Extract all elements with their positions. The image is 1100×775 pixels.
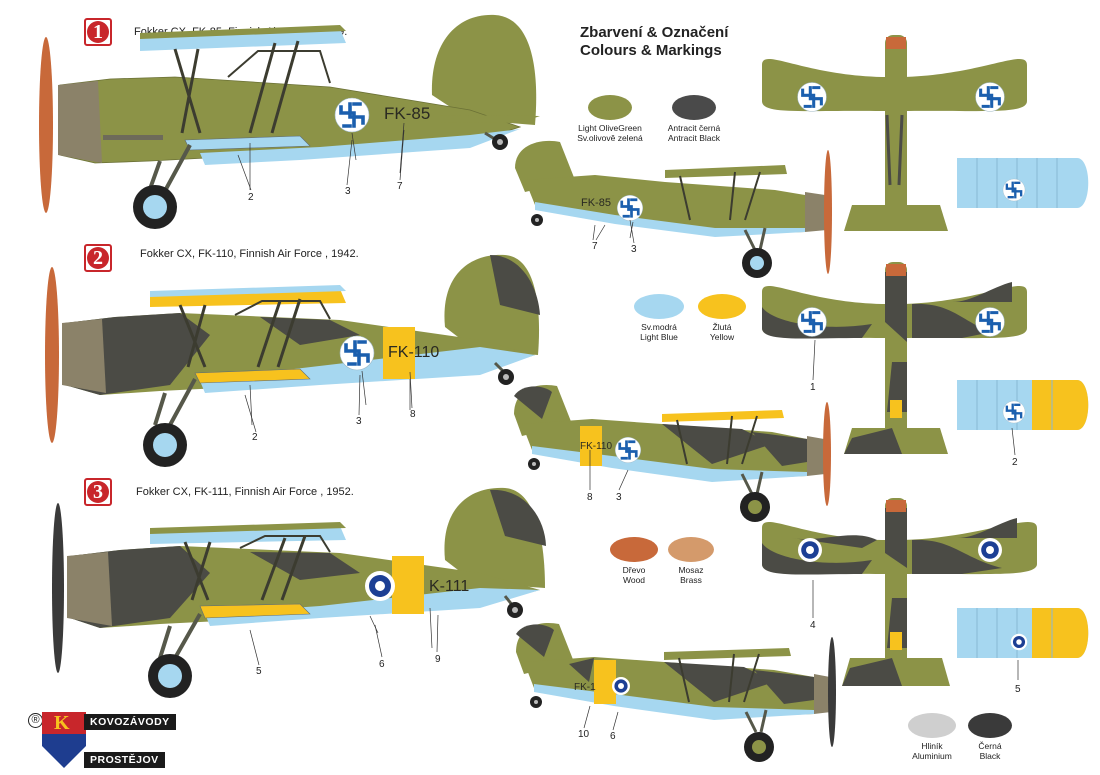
profile-1-small-code: FK-85 xyxy=(581,197,611,209)
profile-1-top-view xyxy=(762,35,1027,231)
callout-p3s-10: 10 xyxy=(578,729,590,740)
swatch-wood xyxy=(610,537,658,562)
profile-title-3: Fokker CX, FK-111, Finnish Air Force , 1… xyxy=(136,486,354,498)
profile-3-small-view xyxy=(516,622,836,762)
swatch-anthracite-black xyxy=(672,95,716,120)
callout-p3-9: 9 xyxy=(435,654,441,665)
callout-p2s-3: 3 xyxy=(616,492,622,503)
profile-3-side-view xyxy=(52,487,546,698)
callout-p1s-3: 3 xyxy=(631,244,637,255)
callout-p3top-5: 5 xyxy=(1015,684,1021,695)
swatch-aluminium xyxy=(908,713,956,738)
colours-heading: Zbarvení & Označení Colours & Markings xyxy=(580,24,728,60)
profile-1-side-view xyxy=(39,14,540,229)
callout-p3s-6: 6 xyxy=(610,731,616,742)
logo-k-mark: K xyxy=(54,712,70,734)
callout-p1s-7: 7 xyxy=(592,241,598,252)
swatch-yellow xyxy=(698,294,746,319)
callout-p2top-2: 2 xyxy=(1012,457,1018,468)
profile-1-code: FK-85 xyxy=(384,104,431,123)
callout-p3top-4: 4 xyxy=(810,620,816,631)
profile-3-small-code: FK-1 xyxy=(574,682,596,693)
callout-p3-5: 5 xyxy=(256,666,262,677)
callout-p2-2: 2 xyxy=(252,432,258,443)
callout-p3-6: 6 xyxy=(379,659,385,670)
callout-p2-3: 3 xyxy=(356,416,362,427)
callout-p2top-1: 1 xyxy=(810,382,816,393)
profile-2-small-view xyxy=(514,384,831,522)
swatch-black xyxy=(968,713,1012,738)
profile-2-top-view xyxy=(762,262,1027,454)
profile-2-lower-wing-view xyxy=(957,380,1089,430)
profile-badge-1: 1 xyxy=(84,18,112,46)
profile-2-code: FK-110 xyxy=(388,344,440,361)
swatch-brass xyxy=(668,537,714,562)
heading-english: Colours & Markings xyxy=(580,42,722,59)
profile-1-small-view xyxy=(515,140,832,278)
swatch-light-olive-green xyxy=(588,95,632,120)
profile-3-top-view xyxy=(762,498,1037,686)
profile-title-2: Fokker CX, FK-110, Finnish Air Force , 1… xyxy=(140,248,359,260)
kp-shield-icon xyxy=(42,712,86,768)
profile-3-lower-wing-view xyxy=(957,608,1089,658)
profile-2-small-code: FK-110 xyxy=(580,441,613,452)
logo-line-1: KOVOZÁVODY xyxy=(84,714,176,730)
callout-p2s-8: 8 xyxy=(587,492,593,503)
swatch-light-blue xyxy=(634,294,684,319)
heading-czech: Zbarvení & Označení xyxy=(580,24,729,41)
profile-2-side-view xyxy=(45,254,540,467)
profile-1-lower-wing-view xyxy=(957,158,1089,208)
callout-p1-2: 2 xyxy=(248,192,254,203)
profile-badge-3: 3 xyxy=(84,478,112,506)
kovozavody-logo: ® K KOVOZÁVODY PROSTĚJOV xyxy=(28,712,178,772)
logo-line-2: PROSTĚJOV xyxy=(84,752,165,768)
registered-mark: ® xyxy=(28,713,43,728)
callout-p1-7: 7 xyxy=(397,181,403,192)
profile-badge-2: 2 xyxy=(84,244,112,272)
callout-p1-3: 3 xyxy=(345,186,351,197)
profile-3-code: K-111 xyxy=(429,578,470,595)
callout-p2-8: 8 xyxy=(410,409,416,420)
